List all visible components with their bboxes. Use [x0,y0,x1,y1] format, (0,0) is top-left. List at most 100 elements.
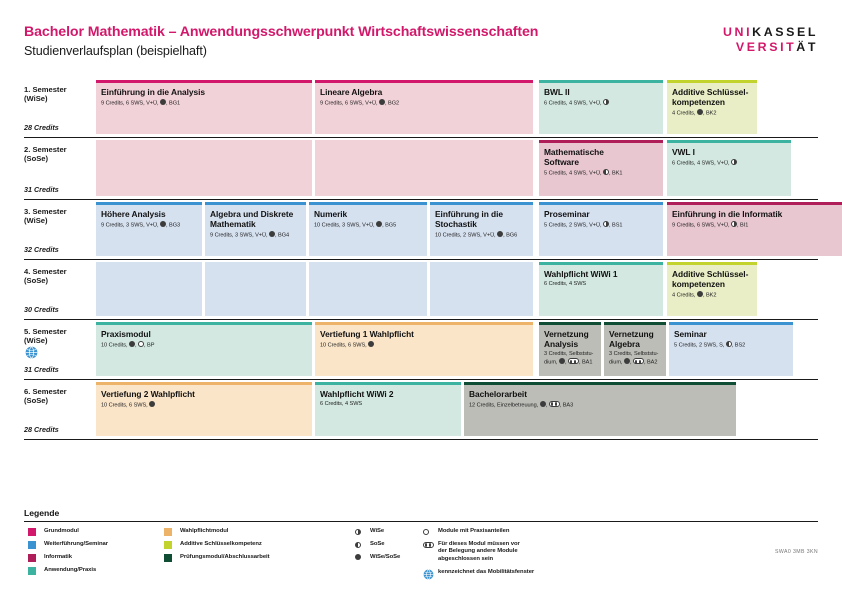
module-box-continuation[interactable] [96,140,312,196]
legend-glyph [423,541,434,551]
semester-name: 5. Semester(WiSe) [24,327,67,346]
circle-full-icon [376,220,383,227]
semester-name: 3. Semester(WiSe) [24,207,67,226]
circle-full-icon [558,358,565,365]
module-meta: 10 Credits, 6 SWS, [101,400,307,410]
legend-item: Wahlpflichtmodul [164,528,384,537]
logo-aet: ÄT [796,40,818,54]
legend-glyph [355,554,361,563]
legend-swatch [28,528,36,537]
lock-icon [632,358,644,365]
module-meta: 9 Credits, 6 SWS, V+Ü, , BG2 [320,98,400,107]
legend-label: Module mit Praxisanteilen [438,528,510,534]
module-title: Additive Schlüssel-kompetenzen [672,269,749,290]
module-title: Einführung in die Analysis [101,87,206,98]
legend-title: Legende [24,508,60,518]
module-box-continuation[interactable] [430,262,533,316]
semester-name: 2. Semester(SoSe) [24,145,67,164]
logo-line-2: VERSITÄT [723,40,818,55]
circle-open-icon [423,528,429,535]
university-logo: UNIKASSEL VERSITÄT [723,25,818,55]
module-title: Bachelorarbeit [469,389,527,400]
module-body [309,265,427,316]
logo-kassel: KASSEL [752,25,818,39]
module-box-continuation[interactable] [205,262,306,316]
module-box-continuation[interactable] [315,140,533,196]
semester-credits: 28 Credits [24,424,59,434]
logo-versit: VERSIT [735,40,797,54]
circle-full-icon [269,231,276,238]
module-color-bar [96,80,312,84]
module-meta: 9 Credits, 6 SWS, V+Ü, , BI1 [672,220,749,229]
circle-half-right-icon [355,528,361,535]
module-box-continuation[interactable] [309,262,427,316]
module-color-bar [539,202,663,206]
module-meta: 10 Credits, 2 SWS, V+Ü, , BG6 [435,231,518,239]
module-color-bar [309,202,427,206]
module-title: Numerik [314,209,348,220]
circle-half-right-icon [603,98,610,105]
semester-row: 2. Semester(SoSe) 31 Credits Mathematische… [24,138,818,200]
legend-label: kennzeichnet das Mobilitätsfenster [438,568,535,575]
globe-icon [25,346,38,359]
legend-glyph [423,569,434,583]
legend-label: Wahlpflichtmodul [180,528,229,534]
legend-label: SoSe [370,540,385,547]
legend-swatch [164,528,172,537]
circle-full-icon [160,220,167,227]
module-color-bar [667,202,842,206]
legend-swatch [164,541,172,550]
legend-item: Grundmodul [28,528,188,537]
module-color-bar [96,382,312,386]
semester-credits: 31 Credits [24,184,59,194]
globe-icon [423,569,434,580]
semester-name: 1. Semester(WiSe) [24,85,67,104]
circle-half-right-icon [731,158,738,165]
legend-swatch [164,554,172,563]
document-code: SWA0 3MB 3KN [775,549,818,555]
module-color-bar [205,202,306,206]
legend-label: Additive Schlüsselkompetenz [180,540,262,547]
legend-item: Prüfungsmodul/Abschlussarbeit [164,554,384,563]
legend-label: Anwendung/Praxis [44,566,97,573]
page-header: Bachelor Mathematik – Anwendungsschwerpu… [24,24,818,68]
module-box-continuation[interactable] [96,262,202,316]
page-title: Bachelor Mathematik – Anwendungsschwerpu… [24,24,539,40]
semester-label: 6. Semester(SoSe)28 Credits [24,380,92,439]
